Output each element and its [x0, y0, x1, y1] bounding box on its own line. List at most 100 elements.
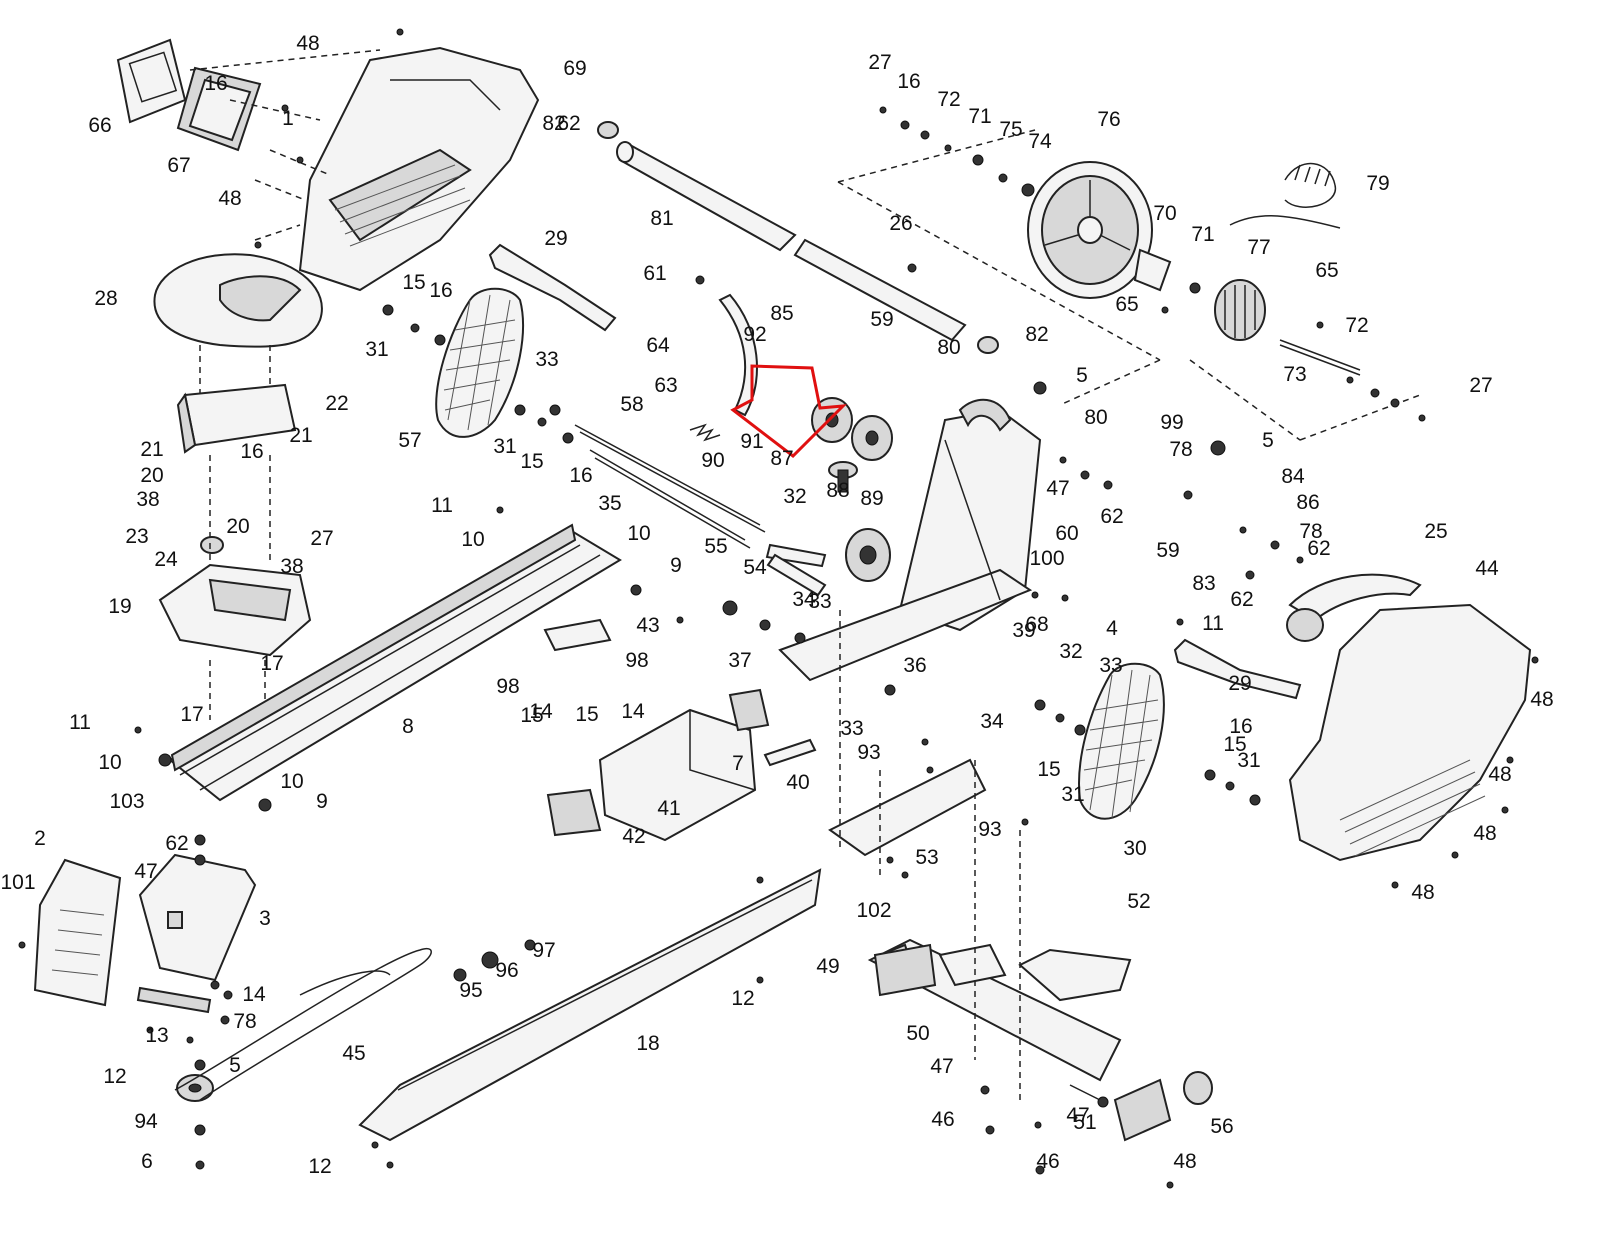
callout-88: 88: [826, 479, 849, 502]
callout-100: 100: [1029, 547, 1064, 570]
callout-26: 26: [889, 212, 912, 235]
callout-101: 101: [0, 871, 35, 894]
rod-58: [574, 424, 766, 533]
main-rail-8: [168, 523, 622, 802]
callout-42: 42: [622, 825, 645, 848]
rod-83: [793, 238, 967, 342]
callout-59: 59: [870, 308, 893, 331]
callout-24: 24: [154, 548, 178, 571]
callout-10: 10: [98, 751, 121, 774]
callout-16: 16: [204, 72, 227, 95]
seat-bracket-22: [176, 383, 297, 454]
callout-45: 45: [342, 1042, 365, 1065]
pulley-77: [1214, 279, 1266, 341]
callout-14: 14: [529, 700, 553, 723]
callout-5: 5: [229, 1054, 241, 1077]
callout-76: 76: [1097, 108, 1120, 131]
callout-9: 9: [670, 554, 682, 577]
callout-62: 62: [1100, 505, 1123, 528]
callout-71: 71: [1191, 223, 1214, 246]
callout-13: 13: [145, 1024, 168, 1047]
callout-47: 47: [930, 1055, 953, 1078]
callout-30: 30: [1123, 837, 1146, 860]
gear-89: [845, 528, 891, 582]
pulley-60-b: [851, 415, 893, 461]
callout-27: 27: [310, 527, 333, 550]
callout-12: 12: [308, 1155, 331, 1178]
callout-16: 16: [897, 70, 920, 93]
callout-17: 17: [260, 652, 283, 675]
callout-23: 23: [125, 525, 148, 548]
callout-78: 78: [1299, 520, 1322, 543]
callout-16: 16: [569, 464, 592, 487]
block-7: [728, 688, 770, 732]
callout-80: 80: [937, 336, 960, 359]
pedal-57: [435, 287, 524, 438]
callout-91: 91: [740, 430, 763, 453]
callout-16: 16: [240, 440, 263, 463]
callout-34: 34: [792, 588, 816, 611]
pulley-5-lower: [176, 1074, 214, 1102]
callout-80: 80: [1084, 406, 1107, 429]
callout-94: 94: [134, 1110, 158, 1133]
pedal-30: [1078, 662, 1165, 820]
callout-11: 11: [69, 711, 91, 734]
callout-1: 1: [282, 107, 294, 130]
callout-21: 21: [289, 424, 312, 447]
callout-81: 81: [650, 207, 673, 230]
callout-7: 7: [732, 752, 744, 775]
callout-78: 78: [1169, 438, 1192, 461]
callout-16: 16: [1229, 715, 1252, 738]
callout-68: 68: [1025, 613, 1048, 636]
callout-84: 84: [1281, 465, 1305, 488]
axle-73: [1279, 339, 1361, 376]
callout-38: 38: [136, 488, 159, 511]
rod-35: [589, 449, 751, 549]
callout-15: 15: [575, 703, 598, 726]
callout-50: 50: [906, 1022, 929, 1045]
callout-33: 33: [1099, 654, 1122, 677]
callout-72: 72: [1345, 314, 1368, 337]
callout-86: 86: [1296, 491, 1319, 514]
callout-90: 90: [701, 449, 724, 472]
callout-31: 31: [493, 435, 516, 458]
end-cap-56: [1113, 1071, 1213, 1142]
callout-22: 22: [325, 392, 348, 415]
callout-29: 29: [1228, 672, 1251, 695]
callout-55: 55: [704, 535, 727, 558]
callout-46: 46: [931, 1108, 954, 1131]
callout-25: 25: [1424, 520, 1447, 543]
callout-15: 15: [520, 704, 543, 727]
callout-66: 66: [88, 114, 111, 137]
callout-40: 40: [786, 771, 809, 794]
callout-32: 32: [1059, 640, 1082, 663]
callout-47: 47: [1066, 1104, 1089, 1127]
callout-46: 46: [1036, 1150, 1059, 1173]
callout-61: 61: [643, 262, 666, 285]
callout-77: 77: [1247, 236, 1270, 259]
callout-98: 98: [496, 675, 519, 698]
seat-carriage-19: [158, 563, 312, 657]
seat-28: [153, 253, 323, 348]
callout-15: 15: [402, 271, 425, 294]
clamp-42: [546, 788, 602, 837]
console-housing-69: [298, 46, 540, 292]
callout-10: 10: [280, 770, 303, 793]
callout-32: 32: [783, 485, 806, 508]
callout-60: 60: [1055, 522, 1078, 545]
callout-43: 43: [636, 614, 659, 637]
callout-62: 62: [165, 832, 188, 855]
callout-56: 56: [1210, 1115, 1233, 1138]
callout-10: 10: [461, 528, 484, 551]
callout-95: 95: [459, 979, 482, 1002]
tube-34: [766, 553, 827, 597]
callout-51: 51: [1073, 1111, 1096, 1134]
display-bezel-67: [176, 66, 262, 152]
hub-70: [1133, 248, 1172, 292]
callout-14: 14: [621, 700, 645, 723]
callout-37: 37: [728, 649, 751, 672]
callout-93: 93: [857, 741, 880, 764]
callout-85: 85: [770, 302, 793, 325]
